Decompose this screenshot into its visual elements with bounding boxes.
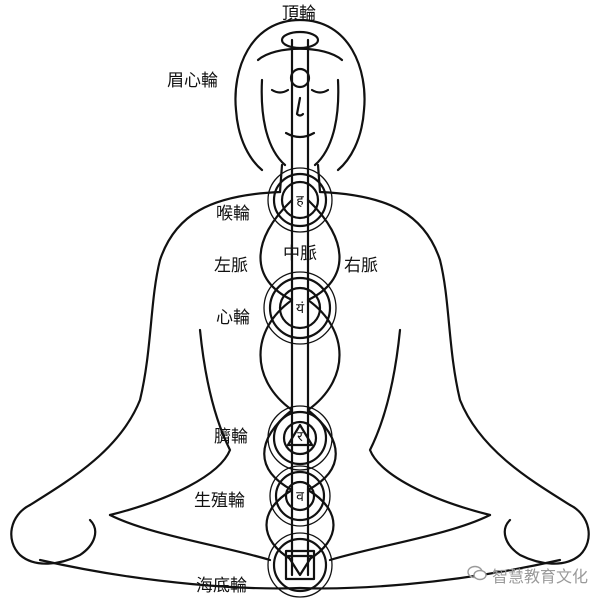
forehead-line <box>256 47 344 62</box>
throat-label: 喉輪 <box>216 204 250 224</box>
body-left <box>28 190 282 507</box>
wechat-icon <box>467 565 487 585</box>
leg-left <box>108 513 272 562</box>
watermark-text: 智慧教育文化 <box>491 567 588 586</box>
arm-right-inner <box>368 328 492 517</box>
left-hand <box>10 503 97 565</box>
left-channel-label: 左脈 <box>214 256 248 276</box>
right-eye <box>310 88 330 94</box>
body-right <box>318 190 572 507</box>
navel-label: 臍輪 <box>214 427 248 447</box>
brow-chakra-mark <box>289 67 311 89</box>
mouth <box>284 131 316 139</box>
throat-chakra-mark <box>272 172 328 228</box>
navel-chakra-mark <box>272 410 328 466</box>
hair-outline <box>234 18 366 172</box>
navel-glyph: र <box>297 429 303 445</box>
sacral-chakra-mark <box>274 470 326 522</box>
neck-left <box>278 163 284 194</box>
central-channel-label: 中脈 <box>283 244 317 264</box>
nose <box>295 96 305 117</box>
heart-chakra-mark <box>268 276 332 340</box>
root-label: 海底輪 <box>196 576 247 596</box>
crown-label: 頂輪 <box>282 4 316 24</box>
throat-glyph: ह <box>296 193 304 209</box>
right-hand <box>503 503 590 565</box>
sacral-glyph: व <box>296 489 304 505</box>
crown-chakra-mark <box>280 30 320 50</box>
right-channel-path <box>306 198 341 562</box>
root-chakra-mark <box>272 537 328 593</box>
brow-label: 眉心輪 <box>167 71 218 91</box>
leg-right <box>328 513 492 562</box>
arm-left-inner <box>108 328 232 517</box>
neck-right <box>316 163 322 194</box>
leg-base <box>38 558 562 590</box>
heart-label: 心輪 <box>216 308 250 328</box>
face-outline <box>260 78 340 167</box>
watermark: 智慧教育文化 <box>467 563 588 587</box>
right-channel-label: 右脈 <box>344 256 378 276</box>
left-channel-path <box>259 198 294 562</box>
heart-glyph: यं <box>296 301 305 317</box>
left-eye <box>270 88 290 94</box>
sacral-label: 生殖輪 <box>194 491 245 511</box>
